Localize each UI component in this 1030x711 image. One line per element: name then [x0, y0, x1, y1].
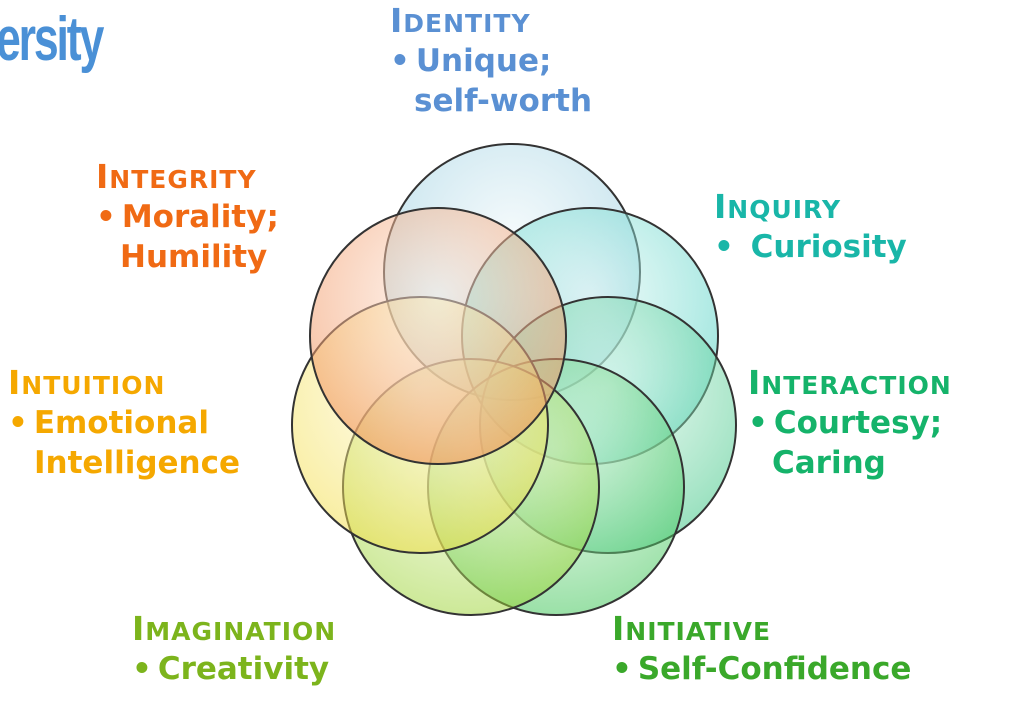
initiative-heading: INITIATIVE — [612, 609, 772, 648]
identity-item-cont: self-worth — [414, 83, 593, 119]
integrity-label: INTEGRITY •Morality; Humility — [96, 160, 279, 277]
page-title-fragment: ersity — [0, 5, 104, 74]
inquiry-heading: INQUIRY — [714, 187, 842, 226]
identity-label: IDENTITY •Unique; self-worth — [390, 4, 592, 121]
interaction-item-cont: Caring — [772, 445, 886, 481]
imagination-heading: IMAGINATION — [132, 609, 337, 648]
intuition-label: INTUITION •Emotional Intelligence — [8, 366, 240, 483]
initiative-label: INITIATIVE •Self-Confidence — [612, 612, 911, 689]
inquiry-label: INQUIRY • Curiosity — [714, 190, 907, 267]
identity-item: •Unique; — [390, 43, 552, 79]
integrity-circle — [309, 207, 567, 465]
imagination-item: •Creativity — [132, 651, 330, 687]
interaction-item: •Courtesy; — [748, 405, 943, 441]
intuition-heading: INTUITION — [8, 363, 166, 402]
intuition-item-cont: Intelligence — [34, 445, 241, 481]
integrity-item-cont: Humility — [120, 239, 268, 275]
interaction-heading: INTERACTION — [748, 363, 952, 402]
imagination-label: IMAGINATION •Creativity — [132, 612, 336, 689]
integrity-heading: INTEGRITY — [96, 157, 257, 196]
intuition-item: •Emotional — [8, 405, 209, 441]
initiative-item: •Self-Confidence — [612, 651, 912, 687]
interaction-label: INTERACTION •Courtesy; Caring — [748, 366, 952, 483]
integrity-item: •Morality; — [96, 199, 279, 235]
identity-heading: IDENTITY — [390, 1, 531, 40]
inquiry-item: • Curiosity — [714, 229, 907, 265]
